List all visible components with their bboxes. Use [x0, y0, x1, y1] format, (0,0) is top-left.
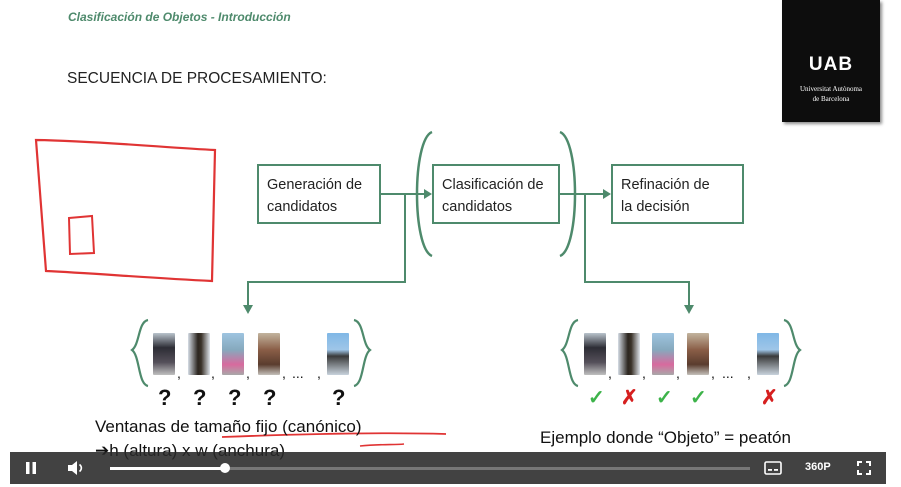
- woman-thumbnail: [687, 333, 709, 375]
- check-icon: ✓: [588, 387, 605, 409]
- logo-line-1: Universitat Autònoma: [799, 85, 863, 93]
- separator: ,: [608, 365, 612, 381]
- generation-line-2: candidatos: [267, 199, 338, 215]
- classification-line-1: Clasificación de: [442, 177, 544, 193]
- sketch-window: [67, 214, 96, 256]
- volume-icon[interactable]: [67, 460, 85, 476]
- traffic-light-thumbnail: [327, 333, 349, 375]
- section-title: SECUENCIA DE PROCESAMIENTO:: [67, 70, 327, 87]
- cross-icon: ✗: [761, 387, 778, 409]
- left-caption: Ventanas de tamaño fijo (canónico): [95, 417, 362, 436]
- progress-played: [110, 467, 225, 470]
- pedestrian-thumbnail: [153, 333, 175, 375]
- generation-line-1: Generación de: [267, 177, 363, 193]
- generation-box: Generación de candidatos: [257, 164, 381, 224]
- separator: ,: [676, 365, 680, 381]
- sketch-image-frame: [34, 138, 217, 283]
- refinement-line-1: Refinación de: [621, 177, 710, 193]
- check-icon: ✓: [690, 387, 707, 409]
- captions-icon[interactable]: [764, 461, 782, 475]
- fullscreen-icon[interactable]: [857, 461, 871, 475]
- logo-line-2: de Barcelona: [812, 95, 850, 103]
- refinement-line-2: la decisión: [621, 199, 690, 215]
- question-mark: ?: [193, 385, 207, 410]
- separator: ,: [282, 365, 286, 381]
- quality-button[interactable]: 360P: [805, 461, 831, 473]
- progress-track[interactable]: [110, 467, 750, 470]
- separator: ,: [246, 365, 250, 381]
- check-icon: ✓: [656, 387, 673, 409]
- question-mark: ?: [332, 385, 346, 410]
- separator: ,: [211, 365, 215, 381]
- question-mark: ?: [228, 385, 242, 410]
- ellipsis: ...: [292, 365, 304, 381]
- player-controls: 360P: [10, 452, 886, 484]
- separator: ,: [711, 365, 715, 381]
- progress-scrubber[interactable]: [220, 463, 230, 473]
- refinement-box: Refinación de la decisión: [611, 164, 744, 224]
- ellipsis: ...: [722, 365, 734, 381]
- skater-thumbnail: [222, 333, 244, 375]
- skater-thumbnail: [652, 333, 674, 375]
- question-mark: ?: [158, 385, 172, 410]
- separator: ,: [747, 365, 751, 381]
- separator: ,: [642, 365, 646, 381]
- separator: ,: [317, 365, 321, 381]
- slide-header: Clasificación de Objetos - Introducción: [68, 10, 291, 24]
- separator: ,: [177, 365, 181, 381]
- pedestrian-thumbnail: [584, 333, 606, 375]
- woman-thumbnail: [258, 333, 280, 375]
- cross-icon: ✗: [621, 387, 638, 409]
- classification-box: Clasificación de candidatos: [432, 164, 560, 224]
- classification-line-2: candidatos: [442, 199, 513, 215]
- uab-logo: UAB Universitat Autònoma de Barcelona: [782, 0, 880, 122]
- logo-mark: UAB: [808, 54, 854, 75]
- pause-icon[interactable]: [24, 461, 38, 475]
- tree-thumbnail: [188, 333, 210, 375]
- traffic-light-thumbnail: [757, 333, 779, 375]
- right-caption: Ejemplo donde “Objeto” = peatón: [540, 428, 791, 447]
- question-mark: ?: [263, 385, 277, 410]
- tree-thumbnail: [618, 333, 640, 375]
